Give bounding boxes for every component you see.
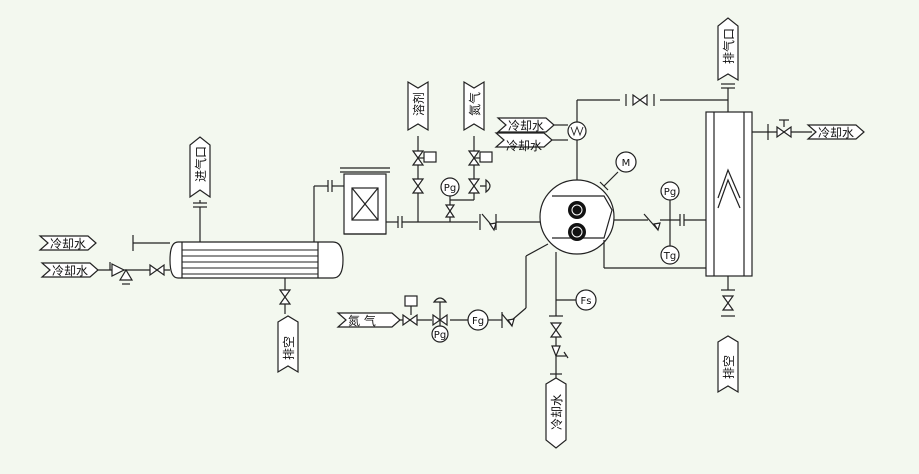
left-drain-valve [279, 289, 291, 305]
temperature-gauge-outlet: Tg [660, 245, 680, 265]
motor: M [615, 151, 637, 173]
pressure-gauge-outlet-label: Pg [664, 187, 676, 198]
nitrogen-bottom-tag: 氮 气 [336, 312, 401, 328]
bottom-check-valve [501, 312, 515, 328]
pressure-gauge-solvent-label: Pg [444, 183, 456, 194]
pressure-gauge-outlet: Pg [660, 181, 680, 201]
bottom-cooling-valve [550, 322, 562, 338]
flow-meter-solid-label: Fs [581, 296, 592, 307]
outlet-check-valve [643, 213, 661, 232]
right-drain-valve [722, 295, 734, 311]
pressure-gauge-solvent: Pg [440, 177, 460, 197]
left-cooling-water-out-label: 冷却水 [50, 237, 86, 251]
right-cooling-water-tag: 冷却水 [806, 124, 865, 140]
solvent-label: 溶剂 [411, 92, 426, 116]
pressure-gauge-nitrogen-label: Pg [434, 330, 446, 341]
filter-unit [340, 167, 390, 235]
left-cooling-water-out-tag: 冷却水 [38, 235, 97, 251]
nitrogen-top-valve [468, 178, 480, 194]
condenser-cooling-water-out-tag: 冷却水 [494, 132, 553, 153]
nitrogen-feed-valve [402, 314, 418, 326]
flow-meter-gas-label: Fg [472, 316, 484, 327]
nitrogen-top-tag: 氮气 [463, 80, 485, 132]
nitrogen-bottom-label: 氮 气 [348, 313, 376, 328]
mixer-reactor [539, 179, 615, 255]
left-cooling-angle-valve [109, 262, 134, 285]
bottom-cooling-water-tag: 冷却水 [545, 377, 567, 449]
condenser [567, 121, 587, 141]
right-vent-tag: 排气口 [717, 17, 739, 82]
condenser-cooling-water-in-tag: 冷却水 [496, 117, 555, 133]
temperature-gauge-outlet-label: Tg [663, 251, 676, 262]
left-cooling-water-in-tag: 冷却水 [40, 262, 99, 278]
solvent-tag: 溶剂 [407, 80, 429, 132]
solvent-valve [412, 178, 424, 194]
left-drain-label: 排空 [282, 336, 296, 360]
bottom-angle-valve [551, 345, 569, 359]
flow-meter-solid: Fs [575, 289, 597, 311]
right-column [705, 111, 753, 277]
bottom-cooling-water-label: 冷却水 [550, 394, 564, 430]
condenser-vent-valve [632, 94, 648, 106]
left-cooling-valve [149, 264, 165, 276]
right-drain-label: 排空 [722, 355, 736, 379]
pressure-gauge-nitrogen: Pg [431, 325, 449, 343]
right-cooling-valve [776, 126, 792, 138]
inlet-vent-label: 进气口 [193, 146, 208, 182]
main-check-valve [479, 213, 497, 232]
left-cooling-water-in-label: 冷却水 [52, 264, 88, 278]
right-cooling-water-label: 冷却水 [818, 126, 854, 140]
inlet-vent-tag: 进气口 [189, 136, 211, 199]
condenser-cooling-water-out-label: 冷却水 [506, 139, 542, 153]
shell-tube-heat-exchanger [169, 241, 344, 279]
flow-meter-gas: Fg [467, 309, 489, 331]
nitrogen-top-label: 氮气 [467, 92, 482, 116]
motor-label: M [622, 158, 631, 169]
condenser-cooling-water-in-label: 冷却水 [508, 119, 544, 133]
left-drain-tag: 排空 [277, 315, 299, 374]
right-vent-label: 排气口 [721, 28, 736, 64]
right-drain-tag: 排空 [717, 335, 739, 394]
